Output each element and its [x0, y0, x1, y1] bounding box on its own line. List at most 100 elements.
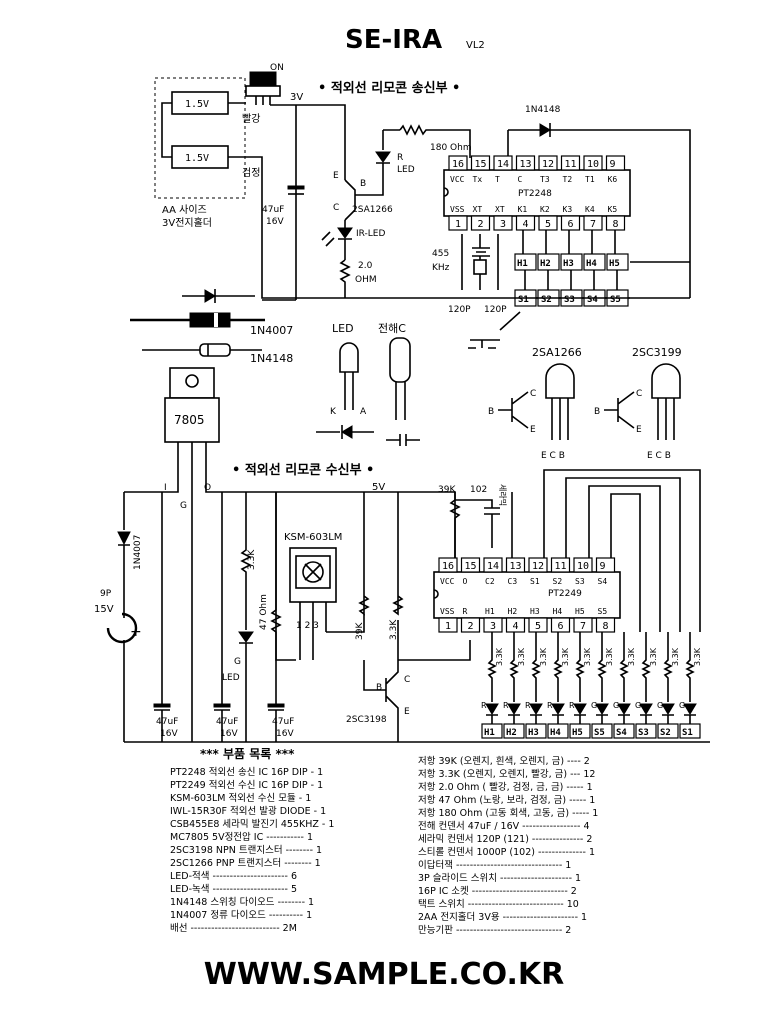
tx-transistor-e: E [333, 171, 339, 181]
ic-top-pin [505, 557, 526, 573]
ic-bottom-pin [583, 215, 603, 231]
page-title: SE-IRA [345, 25, 442, 55]
out-terminal [547, 723, 569, 739]
tx-res2-unit: OHM [355, 275, 377, 285]
ic-bottom-pin [448, 215, 468, 231]
out-terminal-label: H3 [528, 728, 539, 738]
parts-list-item: 만능기판 ------------------------------- 2 [418, 925, 571, 936]
legend-npn: 2SC3199 E C B B C E [594, 346, 682, 461]
out-terminal-label: H2 [506, 728, 517, 738]
parts-list-item: 저항 47 Ohm (노랑, 보라, 검정, 금) ----- 1 [418, 794, 595, 806]
ic-bottom-pin-num: 3 [500, 219, 506, 230]
ic-bottom-pin-label: K4 [585, 205, 595, 214]
cap-120p-b: 120P [484, 305, 507, 315]
tx-resistor-label: 180 Ohm [430, 143, 472, 153]
power-jack-plus: + [130, 624, 142, 640]
cap-120p-a: 120P [448, 305, 471, 315]
out-terminal [503, 723, 525, 739]
ic-bottom-pin-num: 1 [445, 621, 451, 632]
reg-pin-g: G [180, 501, 187, 511]
parts-list-item: 3P 슬라이드 스위치 --------------------- 1 [418, 872, 581, 884]
ic-top-pin [483, 557, 503, 573]
out-terminal-label: S4 [616, 728, 627, 738]
ic-bottom-pin-label: R [463, 607, 468, 616]
ic-top-pin-label: VCC [440, 577, 455, 586]
out-led [595, 703, 609, 715]
out-led-bar [596, 714, 608, 724]
out-resistor [487, 632, 497, 702]
ic-top-pin-label: Tx [473, 175, 483, 184]
rx-led-g: G [234, 657, 241, 667]
out-resistor-label: 3.3K [561, 647, 570, 666]
ic-top-pin [550, 557, 571, 573]
ic-top-pin-num: 15 [465, 561, 477, 572]
out-led-bar [662, 714, 674, 724]
ic-bottom-pin-num: 4 [523, 219, 529, 230]
transmitter-title: • 적외선 리모콘 송신부 • [318, 80, 460, 96]
legend-npn-e: E [636, 425, 642, 435]
ic-bottom-pin-num: 6 [558, 621, 564, 632]
ic-top-pin [528, 557, 548, 573]
out-terminal-label: S3 [638, 728, 649, 738]
rx-transistor-c: C [404, 675, 410, 685]
ic-top-pin-label: S4 [598, 577, 608, 586]
out-led-color: R [525, 701, 531, 710]
out-terminal [569, 723, 591, 739]
out-resistor-label: 3.3K [649, 647, 658, 666]
ic-top-pin-num: 16 [442, 561, 454, 572]
parts-list-item: 저항 180 Ohm (고동 회색, 고동, 금) ----- 1 [418, 808, 598, 819]
ic-bottom-pin-label: K1 [518, 205, 528, 214]
out-led [661, 703, 675, 715]
rx-output-bank: 3.3KRH13.3KRH23.3KRH33.3KRH43.3KRH53.3KG… [481, 469, 702, 739]
out-resistor [619, 632, 629, 702]
legend-npn-name: 2SC3199 [632, 346, 682, 359]
out-led-bar [618, 714, 630, 724]
rx-ic-pt2249: PT2249 16VCC15O14C213C312S111S210S39S41V… [433, 557, 621, 633]
out-led-bar [486, 714, 498, 724]
ic-top-pin-num: 10 [587, 159, 599, 170]
ic-bottom-pin-label: VSS [440, 607, 455, 616]
ic-bottom-pin-num: 6 [568, 219, 574, 230]
out-led-color: G [613, 701, 619, 710]
out-resistor-label: 3.3K [693, 647, 702, 666]
ic-top-pin-num: 10 [577, 561, 589, 572]
ic-bottom-pin [528, 617, 548, 633]
ic-bottom-pin [438, 617, 458, 633]
ic-bottom-pin [515, 215, 536, 231]
legend-led-label: LED [332, 322, 354, 335]
ic-top-pin-num: 11 [565, 159, 577, 170]
ic-top-pin-label: T3 [540, 175, 550, 184]
ic-top-pin-num: 14 [487, 561, 499, 572]
out-terminal-label: H4 [550, 728, 561, 738]
rx-ic-name: PT2249 [548, 589, 582, 599]
ir-receiver-module: KSM-603LM 1 2 3 [284, 532, 365, 660]
rx-res-33k-a: 3.3K [247, 549, 257, 570]
crystal-freq: 455 [432, 249, 449, 259]
out-terminal-label: S1 [682, 728, 693, 738]
receiver-title: • 적외선 리모콘 수신부 • [232, 462, 374, 478]
legend-npn-c: C [636, 389, 642, 399]
out-terminal [613, 723, 635, 739]
ic-top-pin-label: S1 [530, 577, 540, 586]
out-terminal [635, 723, 657, 739]
tx-transistor-b: B [360, 179, 366, 189]
out-led [529, 703, 543, 715]
out-bus [588, 485, 661, 632]
out-led [683, 703, 697, 715]
parts-list-item: PT2248 적외선 송신 IC 16P DIP - 1 [170, 766, 323, 778]
ic-top-pin-num: 11 [555, 561, 567, 572]
rx-cap-a-value: 47uF [156, 717, 178, 727]
rx-transistor-e: E [404, 707, 410, 717]
ic-bottom-pin-num: 8 [613, 219, 619, 230]
legend-led: LED K A [316, 322, 374, 439]
legend-pnp-e: E [530, 425, 536, 435]
parts-list-item: 저항 39K (오렌지, 흰색, 오렌지, 금) ---- 2 [418, 755, 590, 767]
s-key-label: S4 [587, 295, 598, 305]
ic-bottom-pin-num: 1 [455, 219, 461, 230]
ir-led-label: IR-LED [356, 229, 385, 239]
out-bus [610, 493, 641, 632]
out-resistor [509, 632, 519, 702]
parts-list-item: 스티롤 컨덴서 1000P (102) -------------- 1 [418, 847, 595, 858]
ic-top-pin [560, 155, 581, 171]
